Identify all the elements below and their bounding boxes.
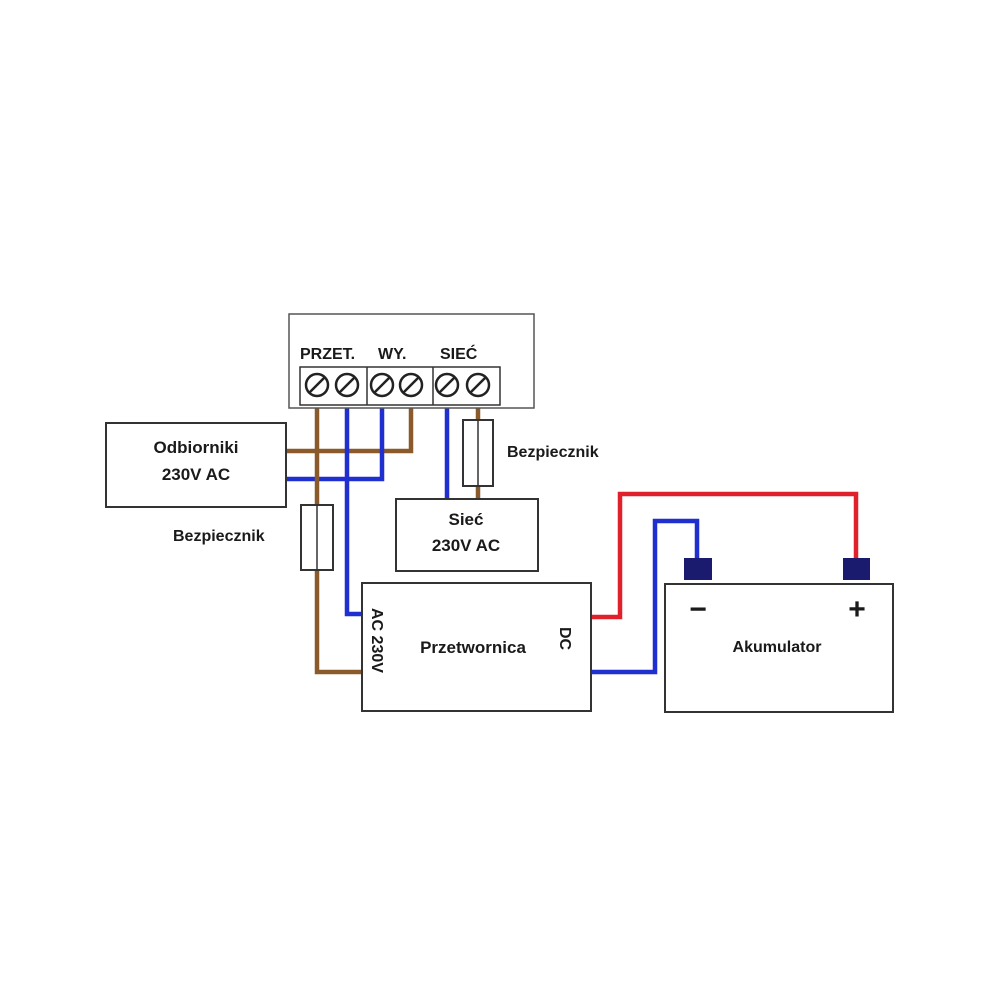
blue-wire-przet-to-converter	[344, 392, 362, 617]
fuse-top-label: Bezpiecznik	[507, 444, 599, 461]
screw-terminal-przet-2[interactable]	[334, 372, 360, 398]
screw-terminal-wy-1[interactable]	[369, 372, 395, 398]
loads-box: Odbiorniki 230V AC	[105, 422, 287, 508]
battery-minus-sign: −	[689, 593, 707, 626]
mains-label-line1: Sieć	[449, 510, 484, 529]
converter-box: Przetwornica AC 230V DC	[361, 582, 592, 712]
fuse-left: Bezpiecznik	[173, 504, 334, 571]
loads-label-line1: Odbiorniki	[154, 438, 239, 457]
mains-box: Sieć 230V AC	[395, 498, 539, 572]
battery: − + Akumulator	[664, 558, 894, 713]
screw-terminal-siec-2[interactable]	[465, 372, 491, 398]
screw-terminal-przet-1[interactable]	[304, 372, 330, 398]
blue-wire-dc-to-battery-minus	[591, 518, 700, 675]
brown-wire-wy-to-loads	[286, 392, 414, 454]
terminal-label-przet: PRZET.	[300, 346, 355, 363]
converter-dc-label: DC	[556, 627, 573, 651]
red-wire-dc-to-battery-plus	[591, 491, 859, 620]
battery-body	[664, 583, 894, 713]
wires	[286, 392, 859, 675]
terminal-block: PRZET. WY. SIEĆ	[288, 313, 535, 409]
battery-title: Akumulator	[733, 639, 822, 656]
converter-ac-label: AC 230V	[368, 608, 385, 673]
terminal-label-siec: SIEĆ	[440, 344, 478, 363]
screw-terminal-siec-1[interactable]	[434, 372, 460, 398]
fuse-top: Bezpiecznik	[462, 419, 599, 487]
battery-plus-sign: +	[848, 593, 866, 626]
converter-title: Przetwornica	[420, 638, 526, 657]
loads-label-line2: 230V AC	[162, 465, 230, 484]
battery-plus-post	[843, 558, 870, 580]
terminal-label-wy: WY.	[378, 346, 406, 363]
battery-minus-post	[684, 558, 712, 580]
screw-terminal-wy-2[interactable]	[398, 372, 424, 398]
brown-wire-przet-to-converter	[314, 392, 362, 675]
fuse-left-label: Bezpiecznik	[173, 528, 265, 545]
mains-label-line2: 230V AC	[432, 536, 500, 555]
